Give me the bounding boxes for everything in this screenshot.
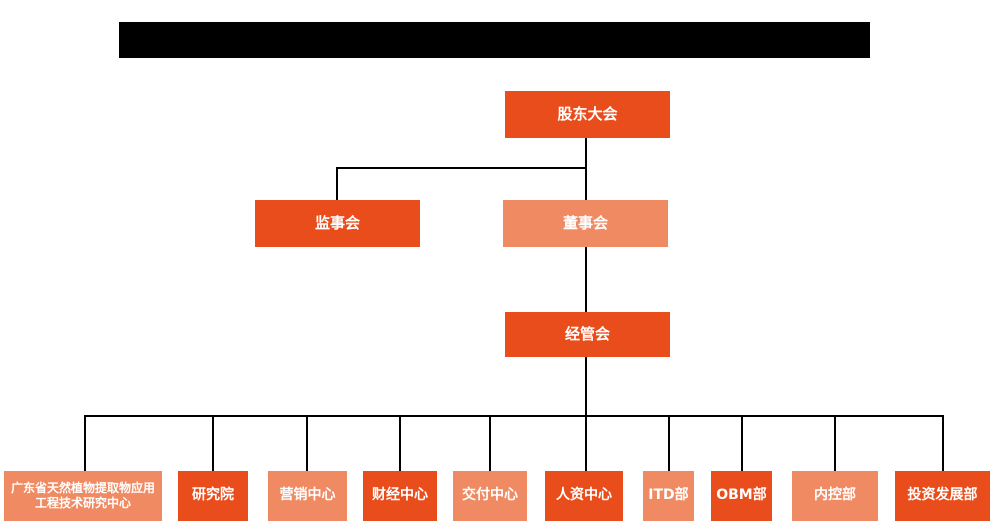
- org-node-finance-center: 财经中心: [363, 471, 437, 521]
- connector-line: [336, 167, 587, 169]
- org-node-delivery-center: 交付中心: [453, 471, 527, 521]
- org-node-marketing-center: 营销中心: [268, 471, 347, 521]
- org-node-shareholders-meeting: 股东大会: [505, 91, 670, 138]
- connector-line: [942, 415, 944, 471]
- connector-line: [489, 415, 491, 471]
- org-node-management-committee: 经管会: [505, 312, 670, 357]
- connector-line: [585, 138, 587, 169]
- connector-line: [585, 167, 587, 200]
- connector-line: [834, 415, 836, 471]
- org-node-board-of-directors: 董事会: [503, 200, 668, 247]
- connector-line: [84, 415, 944, 417]
- connector-line: [84, 415, 86, 471]
- connector-line: [306, 415, 308, 471]
- connector-line: [585, 247, 587, 312]
- connector-line: [668, 415, 670, 471]
- connector-line: [741, 415, 743, 471]
- connector-line: [212, 415, 214, 471]
- org-node-investment-development-department: 投资发展部: [895, 471, 990, 521]
- connector-line: [336, 167, 338, 200]
- redacted-title-bar: [119, 22, 870, 58]
- org-node-obm-department: OBM部: [711, 471, 772, 521]
- org-node-hr-center: 人资中心: [545, 471, 623, 521]
- org-node-internal-control-department: 内控部: [792, 471, 878, 521]
- org-node-supervisory-board: 监事会: [255, 200, 420, 247]
- connector-line: [585, 415, 587, 471]
- org-node-itd-department: ITD部: [643, 471, 694, 521]
- org-node-research-institute: 研究院: [178, 471, 248, 521]
- connector-line: [585, 357, 587, 417]
- org-node-research-center: 广东省天然植物提取物应用工程技术研究中心: [4, 471, 162, 521]
- connector-line: [399, 415, 401, 471]
